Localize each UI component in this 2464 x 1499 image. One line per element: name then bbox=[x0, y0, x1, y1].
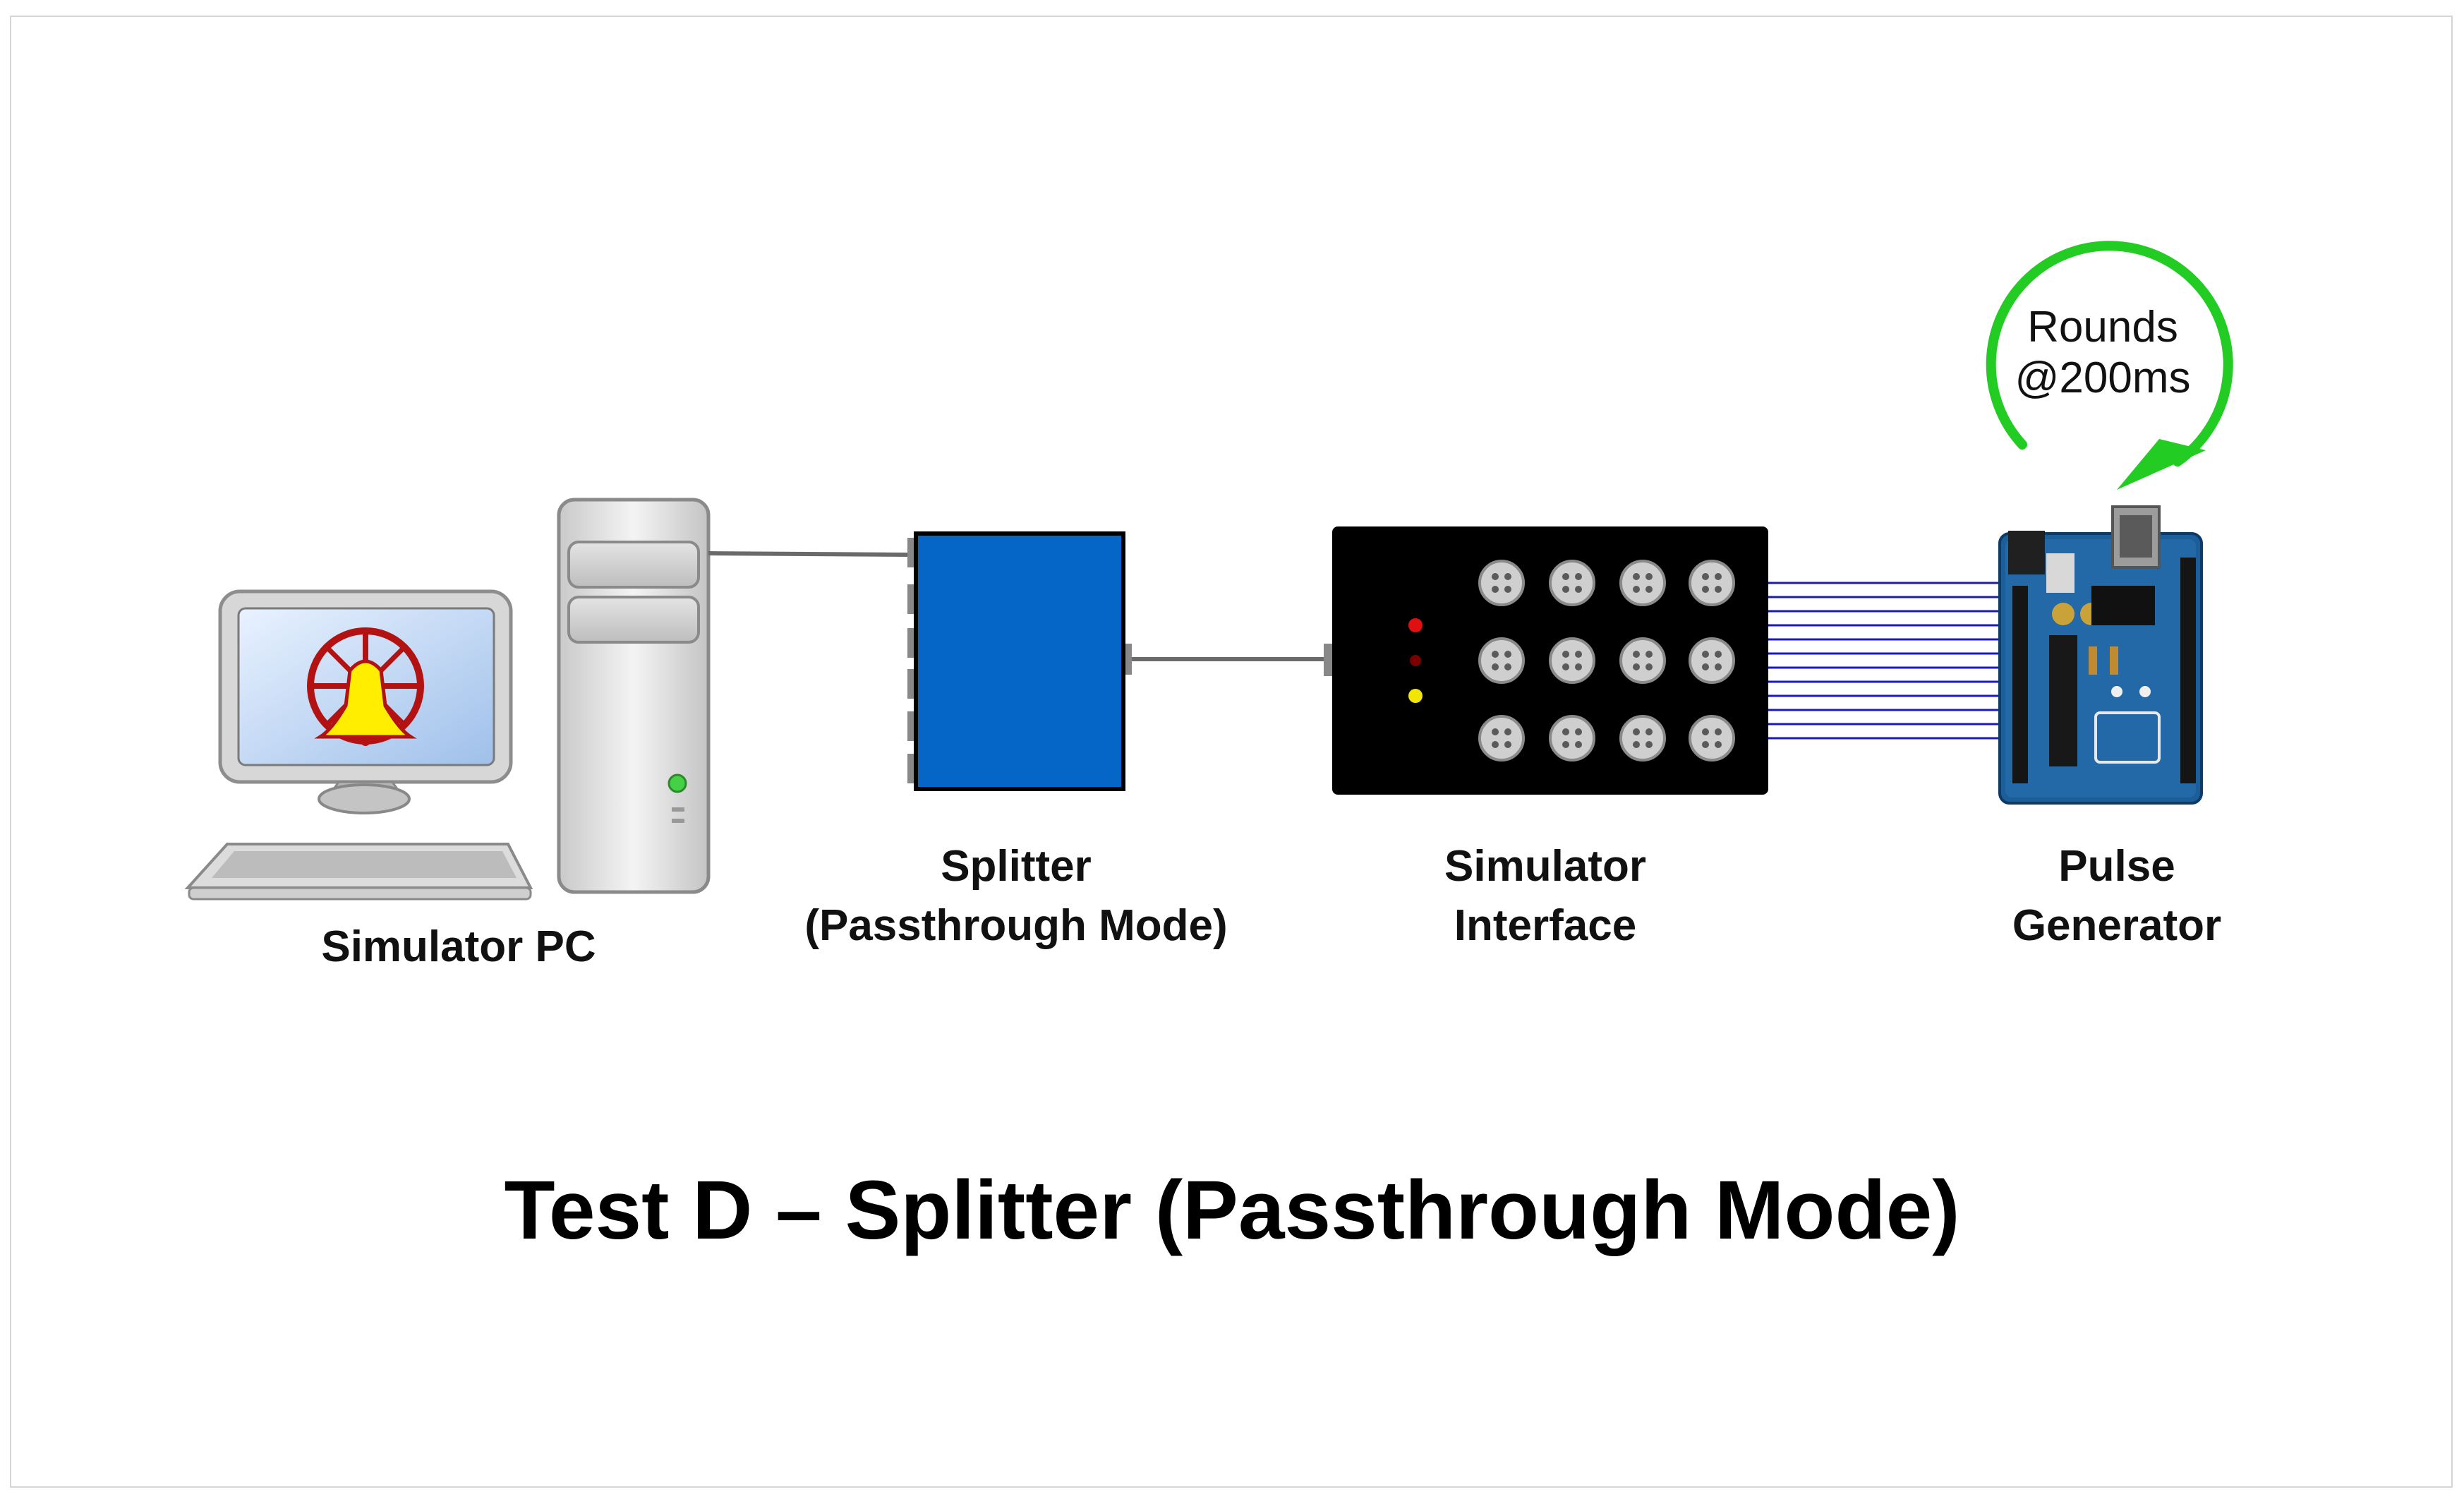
splitter-label: Splitter (Passthrough Mode) bbox=[776, 837, 1256, 956]
connector-socket bbox=[1689, 560, 1735, 606]
simulator-pc-icon bbox=[184, 498, 711, 901]
loop-label: Rounds @200ms bbox=[1962, 302, 2244, 404]
loop-arrow-icon bbox=[1986, 241, 2233, 490]
connector-socket bbox=[1689, 637, 1735, 684]
arduino-board-icon bbox=[1998, 505, 2203, 805]
connector-socket bbox=[1619, 560, 1666, 606]
bell-icon bbox=[307, 627, 424, 746]
simulator-pc-label: Simulator PC bbox=[321, 922, 596, 971]
simulator-interface-label-line2: Interface bbox=[1454, 901, 1637, 950]
diagram-title: Test D – Splitter (Passthrough Mode) bbox=[504, 1164, 1960, 1257]
simulator-interface-label-line1: Simulator bbox=[1444, 842, 1646, 891]
loop-label-line1: Rounds bbox=[2027, 303, 2178, 351]
loop-label-line2: @200ms bbox=[2015, 354, 2191, 402]
signal-wires bbox=[1768, 582, 2001, 740]
pc-to-splitter-cable bbox=[708, 551, 911, 557]
connector-socket bbox=[1478, 637, 1525, 684]
connector-socket bbox=[1549, 715, 1595, 761]
pulse-generator-label: Pulse Generator bbox=[1919, 837, 2314, 956]
splitter-label-line1: Splitter bbox=[941, 842, 1092, 891]
pulse-generator-label-line2: Generator bbox=[2012, 901, 2222, 950]
pulse-generator-label-line1: Pulse bbox=[2058, 842, 2175, 891]
connector-socket bbox=[1619, 715, 1666, 761]
simulator-interface-label: Simulator Interface bbox=[1341, 837, 1750, 956]
connector-socket-grid bbox=[1478, 560, 1735, 761]
connector-socket bbox=[1689, 715, 1735, 761]
connector-socket bbox=[1478, 715, 1525, 761]
splitter-device bbox=[907, 531, 1132, 791]
connector-socket bbox=[1549, 560, 1595, 606]
connector-socket bbox=[1619, 637, 1666, 684]
splitter-label-line2: (Passthrough Mode) bbox=[804, 901, 1228, 950]
connector-socket bbox=[1549, 637, 1595, 684]
connector-socket bbox=[1478, 560, 1525, 606]
